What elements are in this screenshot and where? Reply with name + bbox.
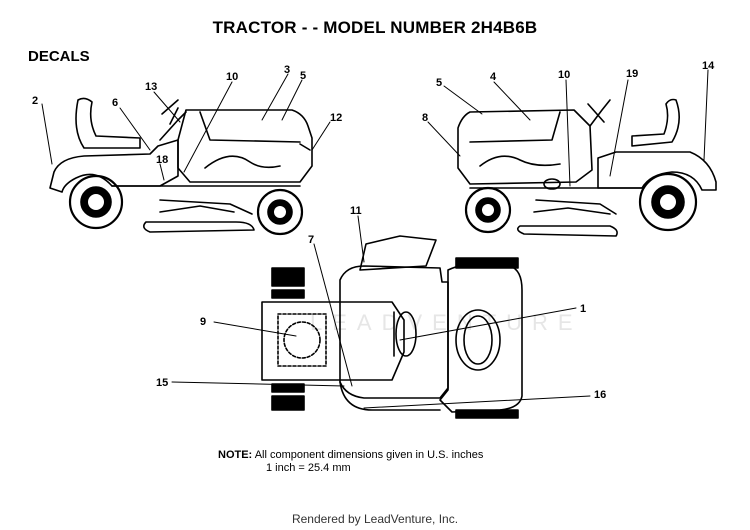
tractor-right-side-view (457, 98, 717, 237)
diagram-title: TRACTOR - - MODEL NUMBER 2H4B6B (212, 18, 538, 37)
callout-3: 3 (284, 64, 290, 76)
callout-14: 14 (702, 60, 715, 72)
callout-16: 16 (594, 389, 606, 401)
callout-2: 2 (32, 95, 38, 107)
note-line-1: All component dimensions given in U.S. i… (254, 449, 484, 461)
dimension-note: NOTE: All component dimensions given in … (218, 449, 483, 475)
callout-6: 6 (112, 97, 118, 109)
callout-9: 9 (200, 316, 206, 328)
callout-18: 18 (156, 154, 168, 166)
watermark-text: LEADVENTURE (310, 310, 583, 335)
footer-credit: Rendered by LeadVenture, Inc. (291, 512, 459, 526)
callout-11: 11 (350, 205, 362, 217)
callout-8: 8 (422, 112, 428, 124)
callout-numbers: 2 6 13 10 3 5 12 18 5 4 8 10 19 14 11 7 … (32, 60, 715, 401)
tractor-left-side-view (49, 97, 313, 236)
callout-13: 13 (145, 81, 157, 93)
callout-15: 15 (156, 377, 168, 389)
callout-10-left: 10 (226, 71, 238, 83)
leader-lines (41, 69, 709, 409)
callout-1: 1 (580, 303, 586, 315)
callout-5-right: 5 (436, 77, 442, 89)
callout-10-right: 10 (558, 69, 570, 81)
callout-4: 4 (490, 71, 497, 83)
callout-12: 12 (330, 112, 342, 124)
note-line-2: 1 inch = 25.4 mm (266, 462, 351, 474)
callout-5-left: 5 (300, 70, 306, 82)
callout-19: 19 (626, 68, 638, 80)
section-label: DECALS (28, 48, 90, 65)
callout-7: 7 (308, 234, 314, 246)
note-label: NOTE: (218, 449, 253, 461)
tractor-top-view (261, 235, 523, 419)
